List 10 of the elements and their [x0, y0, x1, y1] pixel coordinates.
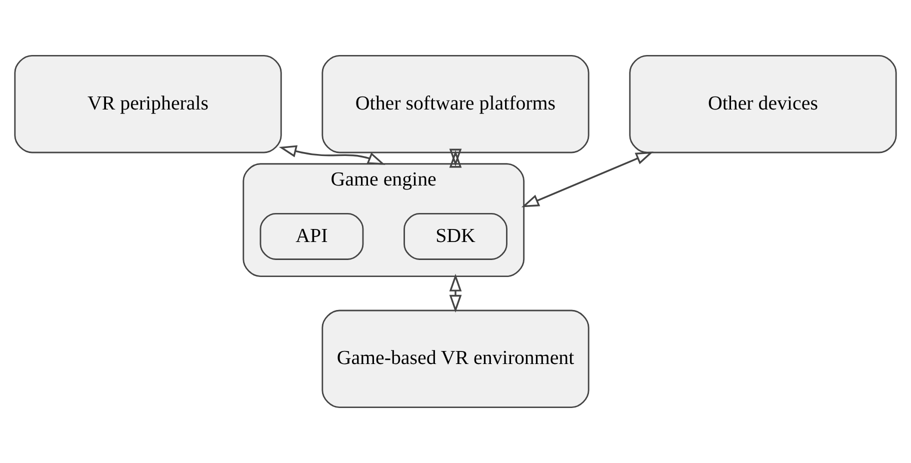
- node-box: Game-based VR environment: [322, 310, 590, 408]
- arrow: [521, 152, 654, 208]
- node-box: Other software platforms: [322, 54, 590, 154]
- arrow: [278, 145, 386, 165]
- arrow: [449, 274, 462, 313]
- node-box: SDK: [404, 213, 508, 260]
- node-box: API: [260, 213, 364, 260]
- node-box: Other devices: [629, 54, 897, 154]
- node-box: VR peripherals: [14, 54, 282, 154]
- arrow: [449, 148, 462, 168]
